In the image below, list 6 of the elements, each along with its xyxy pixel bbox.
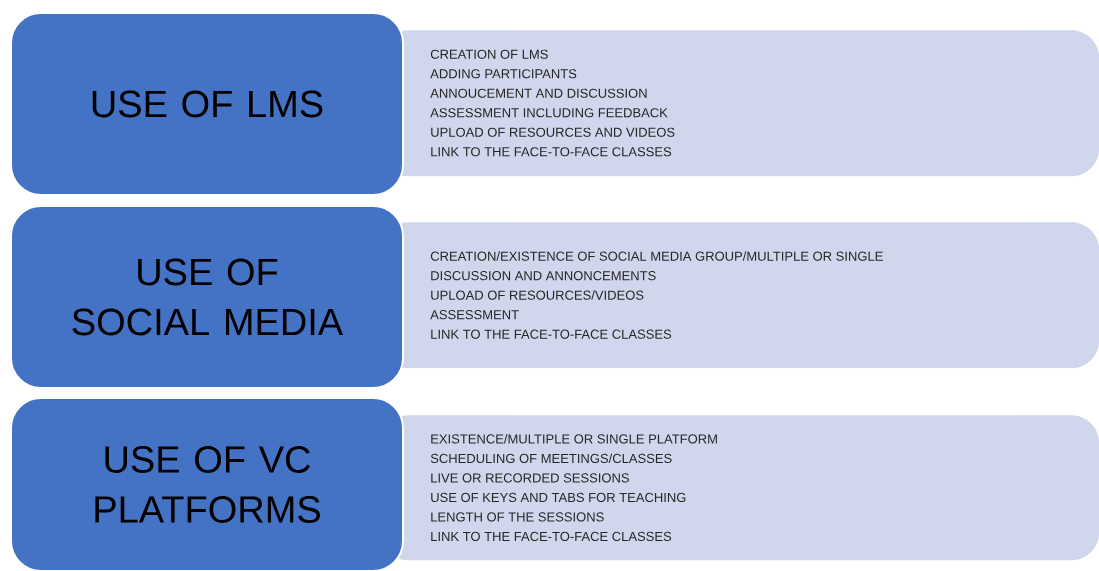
category-box: USE OF SOCIAL MEDIA xyxy=(10,205,404,389)
category-box: USE OF LMS xyxy=(10,12,404,196)
category-box: USE OF VC PLATFORMS xyxy=(10,397,404,571)
text-panel: EXISTENCE/MULTIPLE OR SINGLE PLATFORM SCHEDULING OF MEETINGS/CLASSES LIVE OR RECORDED SESSIONS USE OF KEYS AND TABS FOR TEACHING LENGTH OF THE SESSIONS LINK TO THE FACE-TO-FACE CLASSES xyxy=(380,415,1099,561)
text-panel: CREATION/EXISTENCE OF SOCIAL MEDIA GROUP/MULTIPLE OR SINGLE DISCUSSION AND ANNONCEMENTS UPLOAD OF RESOURCES/VIDEOS ASSESSMENT LINK TO THE FACE-TO-FACE CLASSES xyxy=(380,222,1099,369)
text-panel: CREATION OF LMS ADDING PARTICIPANTS ANNOUCEMENT AND DISCUSSION ASSESSMENT INCLUDING FEEDBACK UPLOAD OF RESOURCES AND VIDEOS LINK TO THE FACE-TO-FACE CLASSES xyxy=(380,30,1099,177)
